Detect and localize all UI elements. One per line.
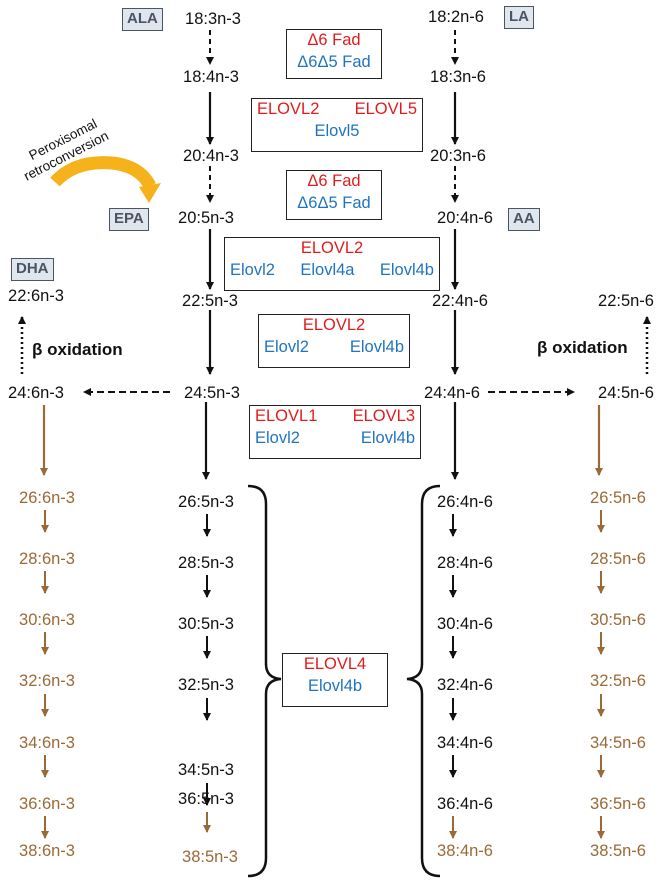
enzyme-red: ELOVL3 xyxy=(352,407,415,425)
label-18-3n-3: 18:3n-3 xyxy=(185,10,241,28)
vlc-n6-black: 26:4n-6 xyxy=(437,493,493,511)
enzyme-red: ELOVL1 xyxy=(255,407,318,425)
ala-tag: ALA xyxy=(122,8,163,31)
vlc-n3-brown: 28:6n-3 xyxy=(19,550,75,568)
left-brace xyxy=(247,484,282,878)
label-24-6n-3: 24:6n-3 xyxy=(8,384,64,402)
label-24-5n-3: 24:5n-3 xyxy=(184,384,240,402)
vlc-n6-brown: 36:5n-6 xyxy=(590,795,646,813)
aa-tag: AA xyxy=(508,208,540,231)
enzyme-blue: Elovl4a xyxy=(300,260,355,279)
enzyme-red: Δ6 Fad xyxy=(307,31,361,49)
enzyme-red: Δ6 Fad xyxy=(307,172,361,190)
label-20-5n-3: 20:5n-3 xyxy=(178,209,234,227)
vlc-n6-black-end: 38:4n-6 xyxy=(437,842,493,860)
label-18-3n-6: 18:3n-6 xyxy=(430,68,486,86)
enzyme-blue: Elovl2 xyxy=(230,260,275,279)
right-brace xyxy=(406,484,441,878)
beta-oxidation-n3: β oxidation xyxy=(32,340,123,359)
vlc-n3-black: 30:5n-3 xyxy=(178,615,234,633)
enzyme-box-desaturase-2: Δ6 Fad Δ6Δ5 Fad xyxy=(286,170,382,220)
vlc-n6-black: 34:4n-6 xyxy=(437,734,493,752)
enzyme-box-elovl4: ELOVL4 Elovl4b xyxy=(282,653,388,707)
vlc-n6-brown: 26:5n-6 xyxy=(590,489,646,507)
enzyme-blue: Elovl4b xyxy=(360,428,415,447)
enzyme-blue: Elovl4b xyxy=(379,260,434,279)
beta-oxidation-n6: β oxidation xyxy=(537,338,628,357)
enzyme-red: ELOVL5 xyxy=(354,100,417,118)
vlc-n3-brown: 26:6n-3 xyxy=(19,489,75,507)
vlc-n6-black: 30:4n-6 xyxy=(437,615,493,633)
vlc-n3-brown: 32:6n-3 xyxy=(19,672,75,690)
enzyme-red: ELOVL4 xyxy=(303,655,367,673)
vlc-n3-black: 28:5n-3 xyxy=(178,554,234,572)
vlc-n3-black: 34:5n-3 xyxy=(178,761,234,779)
enzyme-blue: Elovl5 xyxy=(314,121,360,140)
enzyme-blue: Elovl2 xyxy=(264,337,309,356)
enzyme-box-elovl2-a: ELOVL2 Elovl2 Elovl4a Elovl4b xyxy=(224,237,440,291)
enzyme-blue: Elovl2 xyxy=(255,428,300,447)
vlc-n3-brown: 36:6n-3 xyxy=(19,795,75,813)
label-20-4n-6: 20:4n-6 xyxy=(437,209,493,227)
vlc-n6-black: 32:4n-6 xyxy=(437,676,493,694)
enzyme-red: ELOVL2 xyxy=(257,100,320,118)
vlc-n6-brown: 34:5n-6 xyxy=(590,734,646,752)
vlc-n6-brown: 38:5n-6 xyxy=(590,842,646,860)
label-22-5n-3: 22:5n-3 xyxy=(182,292,238,310)
label-22-5n-6: 22:5n-6 xyxy=(598,292,654,310)
label-20-3n-6: 20:3n-6 xyxy=(430,147,486,165)
label-24-5n-6: 24:5n-6 xyxy=(598,384,654,402)
vlc-n3-black: 36:5n-3 xyxy=(178,790,234,808)
vlc-n3-brown: 38:6n-3 xyxy=(19,842,75,860)
label-24-4n-6: 24:4n-6 xyxy=(424,384,480,402)
label-22-4n-6: 22:4n-6 xyxy=(432,292,488,310)
vlc-n6-black: 28:4n-6 xyxy=(437,554,493,572)
label-18-2n-6: 18:2n-6 xyxy=(428,8,484,26)
vlc-n6-brown: 30:5n-6 xyxy=(590,611,646,629)
enzyme-box-elovl2-elovl5: ELOVL2 ELOVL5 Elovl5 xyxy=(251,98,423,152)
dha-tag: DHA xyxy=(11,258,54,281)
vlc-n6-brown: 32:5n-6 xyxy=(590,672,646,690)
enzyme-red: ELOVL2 xyxy=(300,239,364,257)
enzyme-blue: Δ6Δ5 Fad xyxy=(297,193,371,212)
label-18-4n-3: 18:4n-3 xyxy=(183,68,239,86)
vlc-n3-black-end: 38:5n-3 xyxy=(182,848,238,866)
enzyme-box-elovl1-elovl3: ELOVL1 ELOVL3 Elovl2 Elovl4b xyxy=(249,405,421,459)
vlc-n3-black: 32:5n-3 xyxy=(178,676,234,694)
enzyme-red: ELOVL2 xyxy=(302,316,366,334)
enzyme-box-desaturase-1: Δ6 Fad Δ6Δ5 Fad xyxy=(286,29,382,79)
epa-tag: EPA xyxy=(109,208,149,231)
vlc-n3-brown: 34:6n-3 xyxy=(19,734,75,752)
enzyme-blue: Elovl4b xyxy=(349,337,404,356)
vlc-n6-brown: 28:5n-6 xyxy=(590,550,646,568)
label-22-6n-3: 22:6n-3 xyxy=(8,287,64,305)
retroconversion-arrow xyxy=(50,156,156,190)
enzyme-box-elovl2-b: ELOVL2 Elovl2 Elovl4b xyxy=(258,314,410,368)
vlc-n3-black: 26:5n-3 xyxy=(178,493,234,511)
vlc-n3-brown: 30:6n-3 xyxy=(19,611,75,629)
enzyme-blue: Δ6Δ5 Fad xyxy=(297,52,371,71)
label-20-4n-3: 20:4n-3 xyxy=(183,147,239,165)
la-tag: LA xyxy=(504,6,534,29)
vlc-n6-black: 36:4n-6 xyxy=(437,795,493,813)
enzyme-blue: Elovl4b xyxy=(307,676,363,695)
